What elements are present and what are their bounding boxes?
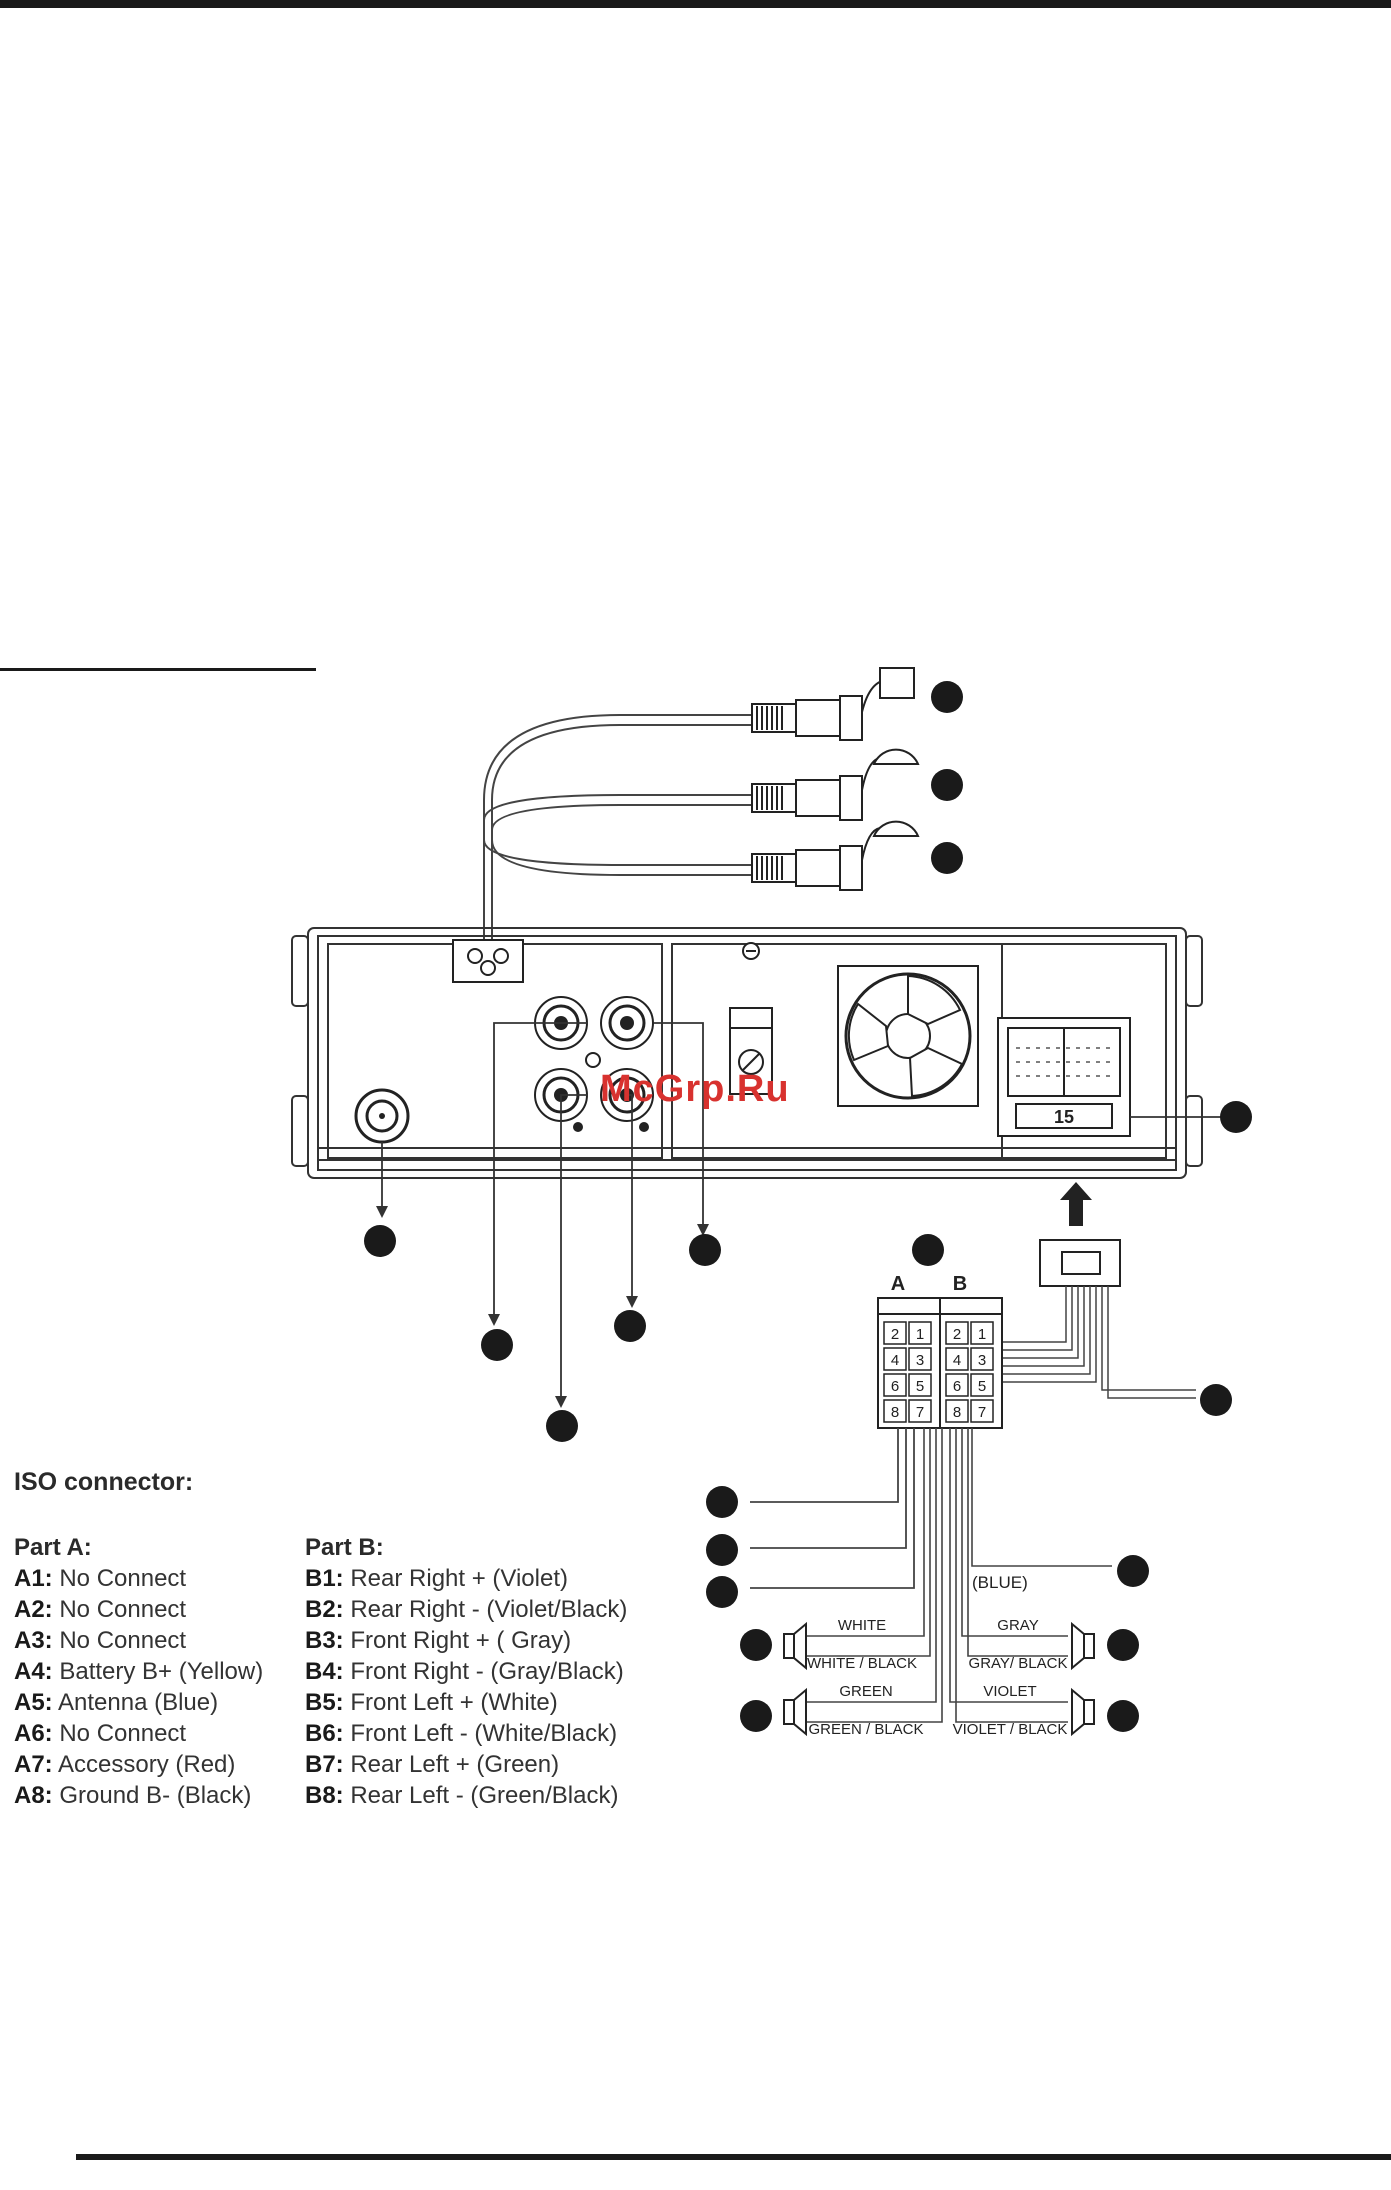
callout-badge bbox=[364, 1225, 396, 1257]
callout-badge bbox=[931, 681, 963, 713]
fuse-holder bbox=[729, 1007, 773, 1095]
label-rear-right-pos: VIOLET bbox=[983, 1683, 1036, 1700]
callout-badge bbox=[740, 1700, 772, 1732]
callout-badge bbox=[1107, 1629, 1139, 1661]
callout-badge bbox=[1107, 1700, 1139, 1732]
callout-badge bbox=[740, 1629, 772, 1661]
block-a-pin-cell bbox=[908, 1321, 932, 1345]
block-b-pin-cell bbox=[970, 1373, 994, 1397]
insert-arrow-icon bbox=[1060, 1182, 1092, 1226]
section-underline bbox=[0, 668, 316, 671]
screw-icon bbox=[742, 942, 760, 960]
block-b-pin-cell bbox=[970, 1399, 994, 1423]
label-rear-left-neg: GREEN / BLACK bbox=[808, 1721, 923, 1738]
label-front-left-neg: WHITE / BLACK bbox=[807, 1655, 917, 1672]
block-b-pin-cell bbox=[945, 1399, 969, 1423]
rca-cable-bundle bbox=[483, 714, 760, 945]
label-rear-left-pos: GREEN bbox=[839, 1683, 892, 1700]
connector-number: 15 bbox=[1054, 1107, 1074, 1127]
rca-plug-1 bbox=[751, 667, 915, 741]
block-b-pin-cell bbox=[945, 1321, 969, 1345]
block-b-pin-number: 5 bbox=[978, 1378, 986, 1395]
speaker-rear-left-icon bbox=[783, 1687, 807, 1737]
block-b-label: B bbox=[953, 1273, 967, 1295]
block-b-pin-cell bbox=[945, 1347, 969, 1371]
label-front-right-neg: GRAY/ BLACK bbox=[969, 1655, 1068, 1672]
block-a-pin-cell bbox=[908, 1373, 932, 1397]
block-b-leads bbox=[806, 1428, 1112, 1723]
block-a-pin-cell bbox=[883, 1373, 907, 1397]
rca-jack-plate bbox=[452, 939, 524, 983]
callout-badge bbox=[706, 1576, 738, 1608]
callout-badge bbox=[481, 1329, 513, 1361]
iso-socket: 15 bbox=[997, 1017, 1131, 1137]
block-a-pin-number: 4 bbox=[891, 1352, 899, 1369]
block-a-leads bbox=[750, 1428, 915, 1589]
block-a-label: A bbox=[891, 1273, 905, 1295]
callout-badge bbox=[1200, 1384, 1232, 1416]
callout-badge bbox=[706, 1534, 738, 1566]
rca-plug-3 bbox=[751, 820, 920, 891]
callout-badge bbox=[614, 1310, 646, 1342]
speaker-rear-right-icon bbox=[1071, 1687, 1095, 1737]
antenna-socket bbox=[354, 1088, 410, 1144]
callout-leaders bbox=[381, 1022, 1222, 1400]
block-a-pin-number: 1 bbox=[916, 1326, 924, 1343]
block-a-pin-number: 2 bbox=[891, 1326, 899, 1343]
block-b-pin-cell bbox=[970, 1321, 994, 1345]
callout-badges bbox=[364, 681, 1252, 1732]
harness-plug bbox=[1039, 1239, 1121, 1287]
callout-badge bbox=[689, 1234, 721, 1266]
block-a-pin-number: 5 bbox=[916, 1378, 924, 1395]
label-front-right-pos: GRAY bbox=[997, 1617, 1038, 1634]
callout-badge bbox=[706, 1486, 738, 1518]
wire-labels: WHITE WHITE / BLACK GREEN GREEN / BLACK … bbox=[807, 1573, 1067, 1738]
label-rear-right-neg: VIOLET / BLACK bbox=[953, 1721, 1068, 1738]
label-blue: (BLUE) bbox=[972, 1573, 1028, 1592]
callout-badge bbox=[931, 769, 963, 801]
block-b-pin-number: 2 bbox=[953, 1326, 961, 1343]
callout-badge bbox=[1117, 1555, 1149, 1587]
block-a-pin-cell bbox=[908, 1399, 932, 1423]
block-a-pin-number: 8 bbox=[891, 1404, 899, 1421]
top-rule bbox=[0, 0, 1391, 8]
callout-badge bbox=[931, 842, 963, 874]
cooling-fan-icon bbox=[837, 965, 979, 1107]
block-b-pin-cell bbox=[970, 1347, 994, 1371]
block-b-pin-cell bbox=[945, 1373, 969, 1397]
bottom-rule bbox=[76, 2154, 1391, 2160]
block-a-pin-number: 7 bbox=[916, 1404, 924, 1421]
block-a-pin-cell bbox=[883, 1347, 907, 1371]
watermark: McGrp.Ru bbox=[600, 1068, 790, 1110]
block-a-pin-cell bbox=[883, 1321, 907, 1345]
block-b-pin-number: 8 bbox=[953, 1404, 961, 1421]
block-a-pin-cell bbox=[883, 1399, 907, 1423]
label-front-left-pos: WHITE bbox=[838, 1617, 886, 1634]
callout-badge bbox=[912, 1234, 944, 1266]
speaker-front-right-icon bbox=[1071, 1621, 1095, 1671]
block-a-pin-cell bbox=[908, 1347, 932, 1371]
rca-plug-2 bbox=[751, 748, 920, 821]
callout-arrowheads bbox=[376, 1206, 709, 1408]
rca-jacks bbox=[534, 996, 654, 1132]
callout-badge bbox=[546, 1410, 578, 1442]
block-b-pin-number: 6 bbox=[953, 1378, 961, 1395]
block-a-pin-number: 3 bbox=[916, 1352, 924, 1369]
block-b-pin-number: 1 bbox=[978, 1326, 986, 1343]
callout-badge bbox=[1220, 1101, 1252, 1133]
block-a-pin-number: 6 bbox=[891, 1378, 899, 1395]
block-b-pin-number: 7 bbox=[978, 1404, 986, 1421]
speaker-front-left-icon bbox=[783, 1621, 807, 1671]
block-b-pin-number: 3 bbox=[978, 1352, 986, 1369]
harness-wires bbox=[992, 1286, 1196, 1399]
block-b-pin-number: 4 bbox=[953, 1352, 961, 1369]
